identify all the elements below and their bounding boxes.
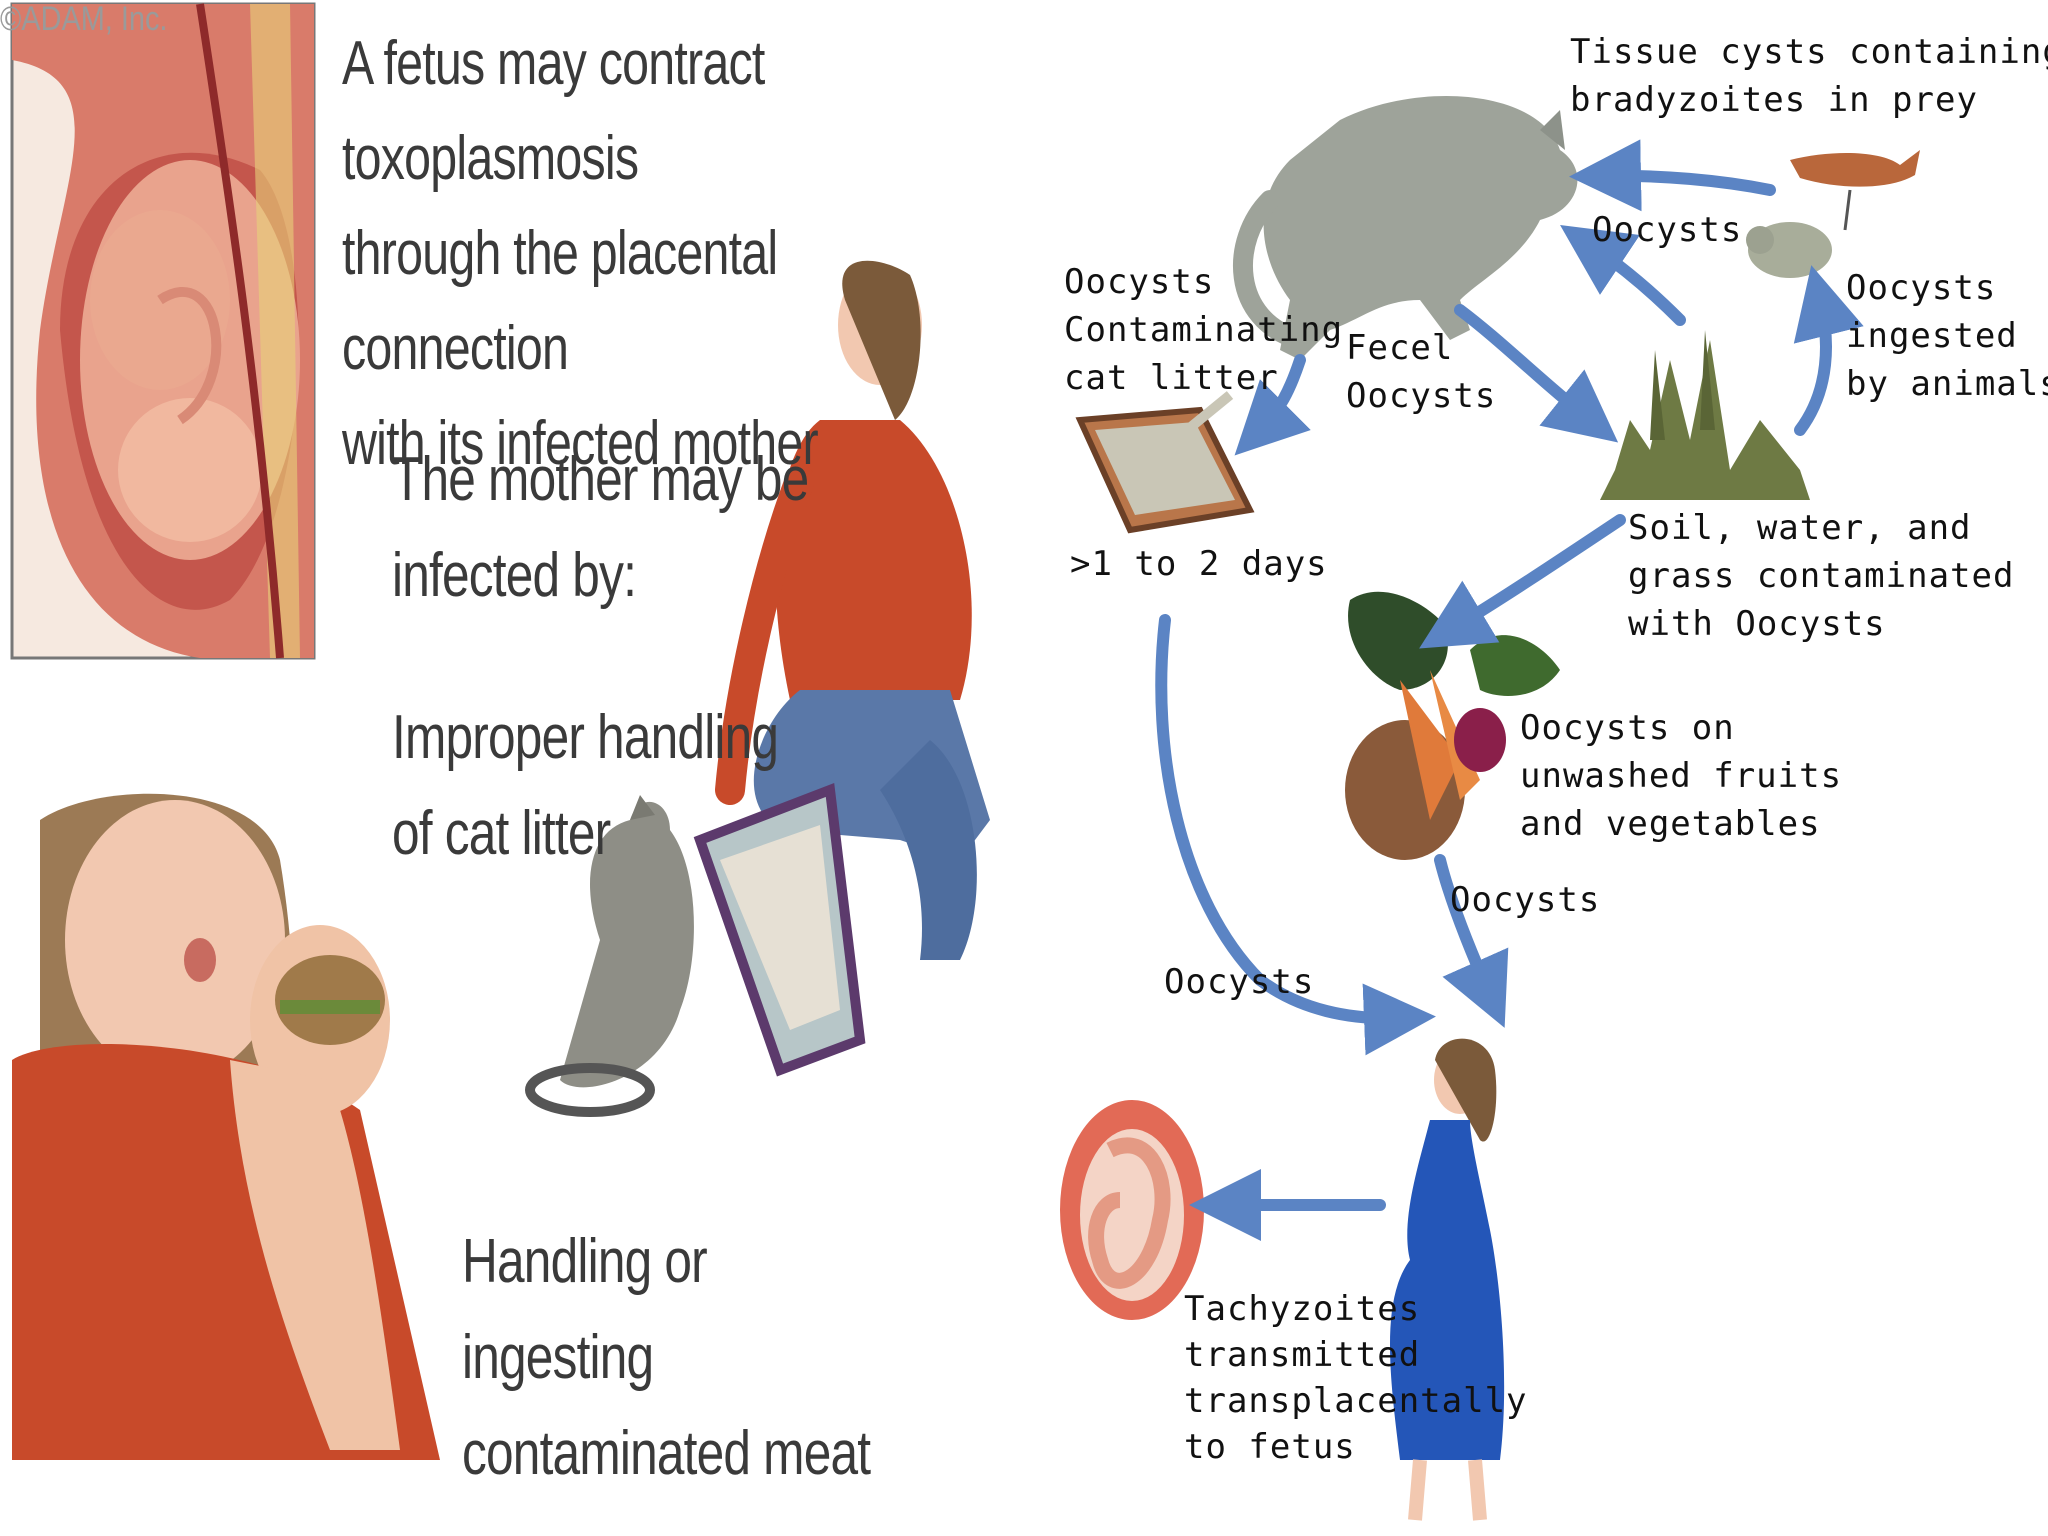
vegetables-image <box>1345 591 1560 860</box>
arrow-soil-to-veg <box>1419 514 1626 649</box>
cat-litter-caption: Improper handling of cat litter <box>392 690 840 882</box>
label-oocysts-left: Oocysts <box>1164 962 1315 1002</box>
label-line: cat litter <box>1064 358 1279 398</box>
label-line: Contaminating <box>1064 310 1344 350</box>
bird-image <box>1790 150 1920 231</box>
woman-with-litter-box-image <box>525 260 990 1117</box>
label-fecel-oocysts: Fecel Oocysts <box>1346 324 1496 420</box>
arrow-veg-to-woman <box>1434 854 1509 1028</box>
grass-image <box>1600 330 1810 500</box>
label-line: with Oocysts <box>1628 604 1886 644</box>
label-line: bradyzoites in prey <box>1570 80 1978 120</box>
cat-image <box>1233 96 1578 360</box>
mouse-image <box>1746 222 1832 278</box>
label-oocysts-ingested: Oocysts ingested by animals <box>1846 264 2048 408</box>
meat-caption: Handling or ingesting contaminated meat <box>462 1214 910 1502</box>
arrow-grass-to-cat <box>1560 225 1686 326</box>
label-line: Oocysts <box>1346 376 1497 416</box>
caption-line: infected by: <box>392 541 637 610</box>
label-line: Oocysts <box>1064 262 1215 302</box>
womb-cross-section-image <box>10 2 316 660</box>
label-soil: Soil, water, and grass contaminated with… <box>1628 504 2014 648</box>
headline-line: with its infected mother <box>342 409 819 478</box>
arrow-cat-to-soil <box>1454 304 1619 443</box>
label-line: Soil, water, and <box>1628 508 1972 548</box>
label-fruits: Oocysts on unwashed fruits and vegetable… <box>1520 704 1842 848</box>
label-line: by animals <box>1846 364 2048 404</box>
fetus-in-uterus-image <box>1060 1100 1204 1320</box>
label-line: Tissue cysts containing <box>1570 32 2048 72</box>
pregnant-woman-image <box>1390 1038 1505 1521</box>
label-line: grass contaminated <box>1628 556 2015 596</box>
label-line: Tachyzoites <box>1184 1289 1421 1329</box>
label-tachyzoites: Tachyzoites transmitted transplacentally… <box>1184 1286 1528 1470</box>
arrow-prey-to-cat <box>1569 139 1776 212</box>
label-line: Fecel <box>1346 328 1454 368</box>
label-line: unwashed fruits <box>1520 756 1843 796</box>
label-line: transplacentally <box>1184 1381 1528 1421</box>
label-line: transmitted <box>1184 1335 1421 1375</box>
headline: A fetus may contract toxoplasmosis throu… <box>342 16 935 491</box>
arrow-grass-to-prey <box>1793 265 1864 436</box>
label-tissue-cysts: Tissue cysts containing bradyzoites in p… <box>1570 28 2048 124</box>
arrow-litter-to-woman <box>1155 614 1436 1056</box>
label-oocysts-veg: Oocysts <box>1450 880 1601 920</box>
caption-line: contaminated meat <box>462 1419 871 1488</box>
caption-line: Handling or ingesting <box>462 1227 708 1392</box>
arrow-cat-to-litter <box>1234 354 1311 456</box>
caption-line: Improper handling <box>392 703 779 772</box>
copyright-credit: ©ADAM, Inc. <box>0 0 168 38</box>
woman-eating-burger-image <box>12 793 440 1460</box>
infected-by-caption: The mother may be infected by: <box>392 432 840 624</box>
label-oocysts-litter: Oocysts Contaminating cat litter <box>1064 258 1343 402</box>
label-oocysts-top: Oocysts <box>1592 210 1743 250</box>
litter-box-image <box>1075 391 1255 534</box>
label-line: to fetus <box>1184 1427 1356 1467</box>
label-days: >1 to 2 days <box>1070 544 1328 584</box>
label-line: and vegetables <box>1520 804 1821 844</box>
caption-line: The mother may be <box>392 445 809 514</box>
cycle-arrows <box>1155 139 1864 1241</box>
label-line: ingested <box>1846 316 2018 356</box>
headline-line: through the placental connection <box>342 219 778 383</box>
label-line: Oocysts <box>1846 268 1997 308</box>
label-line: Oocysts on <box>1520 708 1735 748</box>
headline-line: A fetus may contract toxoplasmosis <box>342 29 765 193</box>
caption-line: of cat litter <box>392 799 611 868</box>
